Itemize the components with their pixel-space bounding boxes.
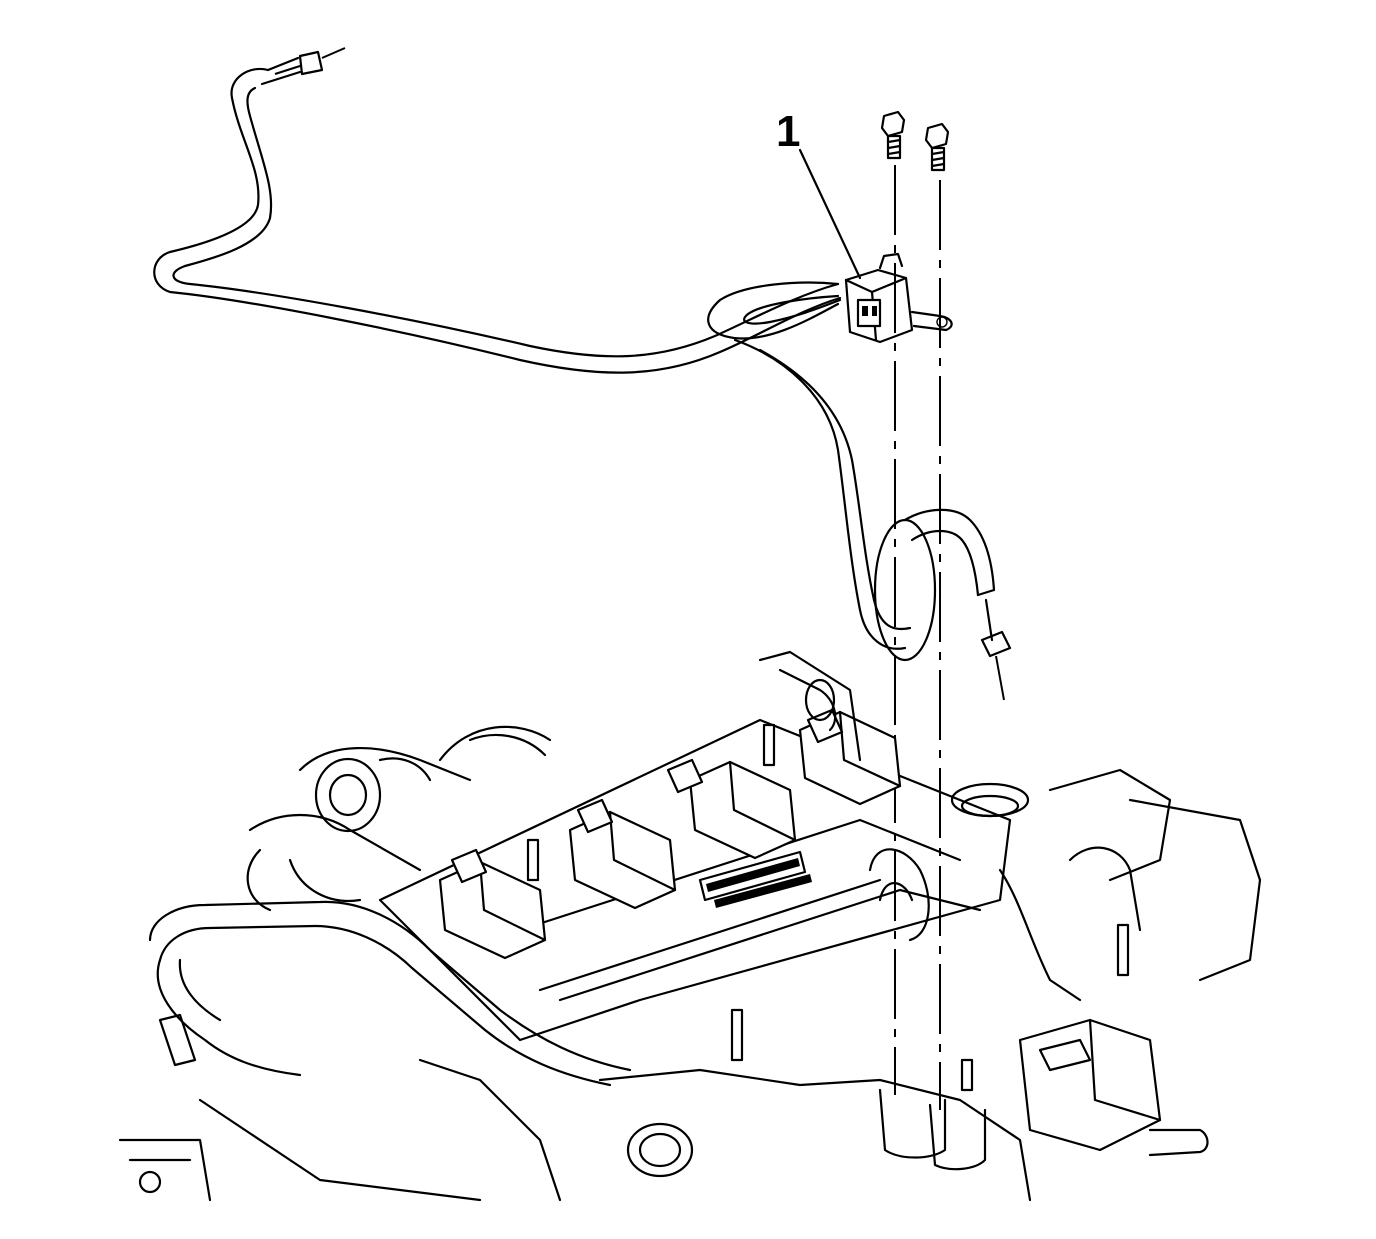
bolt-left bbox=[880, 110, 906, 160]
engine-assembly bbox=[118, 518, 1262, 1202]
bolt-right bbox=[924, 122, 950, 172]
studs bbox=[526, 723, 1130, 1092]
vapor-hose-upper bbox=[153, 47, 842, 374]
vapor-hose-lower bbox=[733, 338, 1012, 701]
purge-solenoid-valve bbox=[844, 252, 953, 344]
mounting-bolts bbox=[880, 110, 950, 1110]
callout-label-1: 1 bbox=[776, 107, 800, 156]
callout-1: 1 bbox=[776, 107, 862, 280]
ignition-coils bbox=[438, 708, 902, 960]
